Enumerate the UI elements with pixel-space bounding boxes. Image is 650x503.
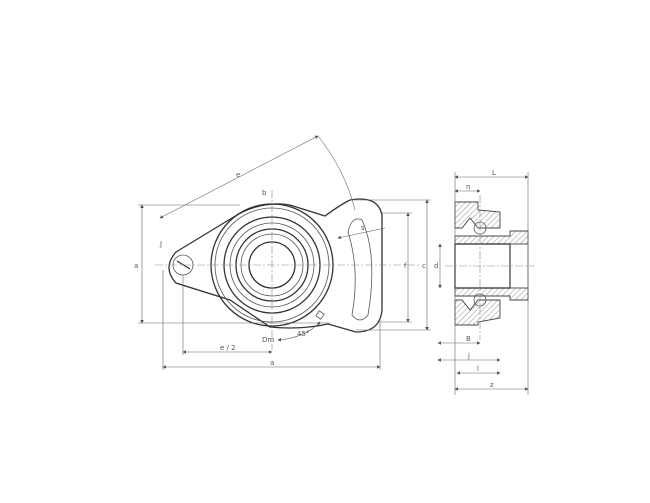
front-view: e a e / 2 a 45° b Dm J s f c: [134, 135, 431, 370]
label-overall: a: [270, 359, 274, 367]
label-e-half: e / 2: [220, 344, 236, 352]
label-angle: 45°: [297, 330, 309, 338]
housing-top-section: [454, 201, 501, 229]
label-l: l: [477, 365, 479, 373]
label-z: z: [490, 381, 494, 389]
dim-arc: [317, 135, 356, 211]
side-view: L n d B j l z: [434, 169, 535, 395]
housing-outline: [168, 198, 383, 333]
label-a: a: [134, 262, 138, 270]
label-d: d: [434, 262, 438, 270]
label-dm: Dm: [262, 336, 274, 344]
label-e: e: [236, 171, 240, 179]
label-s: s: [361, 224, 365, 232]
dim-e: [159, 135, 319, 219]
label-B: B: [466, 335, 471, 343]
grease-nipple: [315, 310, 325, 320]
dim-angle: [277, 321, 321, 342]
label-b: b: [262, 189, 267, 197]
label-j: j: [467, 352, 470, 360]
label-L: L: [492, 169, 496, 177]
label-c: c: [422, 262, 426, 270]
dim-s: [337, 227, 386, 240]
housing-bottom-section: [454, 299, 501, 326]
label-f: f: [404, 262, 407, 270]
label-bolt: J: [159, 240, 162, 248]
inner-ring-top: [454, 230, 529, 245]
label-n: n: [466, 183, 470, 191]
inner-ring-bottom: [454, 287, 529, 301]
slot: [347, 218, 373, 321]
